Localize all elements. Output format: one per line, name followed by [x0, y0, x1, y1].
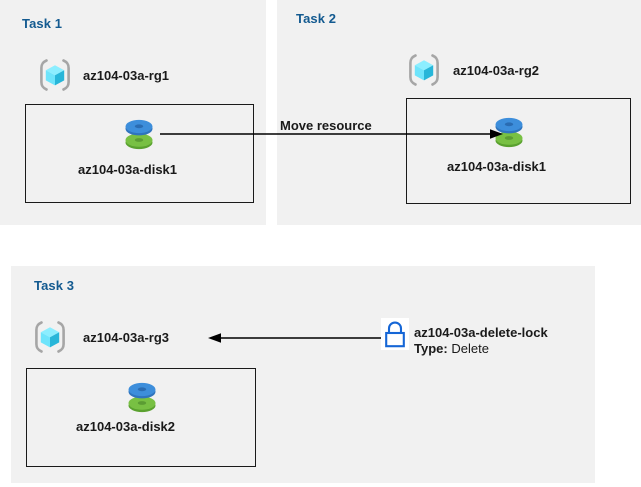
resource-group-icon	[38, 58, 72, 92]
task-2-title: Task 2	[296, 11, 337, 26]
task-1-title: Task 1	[22, 16, 63, 31]
disk-icon	[489, 110, 529, 152]
resource-label-disk1-task1: az104-03a-disk1	[78, 162, 178, 177]
task-2-resource-box	[406, 98, 631, 204]
task-panel-3	[11, 266, 595, 483]
disk-icon	[119, 112, 159, 154]
lock-type-key: Type:	[414, 341, 448, 356]
task-panel-1	[0, 0, 266, 225]
resource-group-icon	[33, 320, 67, 354]
resource-group-icon	[407, 53, 441, 87]
lock-icon	[381, 318, 409, 350]
resource-label-disk1-task2: az104-03a-disk1	[447, 159, 547, 174]
resource-group-label-rg3: az104-03a-rg3	[83, 330, 169, 345]
lock-name-label: az104-03a-delete-lock	[414, 325, 548, 340]
task-3-resource-box	[26, 368, 256, 467]
task-3-title: Task 3	[34, 278, 75, 293]
task-panel-2	[277, 0, 641, 225]
lock-applies-arrow	[208, 328, 386, 348]
move-resource-label: Move resource	[280, 118, 372, 133]
disk-icon	[122, 375, 162, 417]
lock-details: az104-03a-delete-lock Type: Delete	[414, 325, 548, 357]
resource-label-disk2-task3: az104-03a-disk2	[76, 419, 176, 434]
lock-type-row: Type: Delete	[414, 341, 548, 357]
move-resource-arrow	[160, 122, 503, 146]
resource-group-label-rg1: az104-03a-rg1	[83, 68, 169, 83]
resource-group-label-rg2: az104-03a-rg2	[453, 63, 539, 78]
lock-type-value: Delete	[451, 341, 489, 356]
task-1-resource-box	[25, 104, 254, 203]
